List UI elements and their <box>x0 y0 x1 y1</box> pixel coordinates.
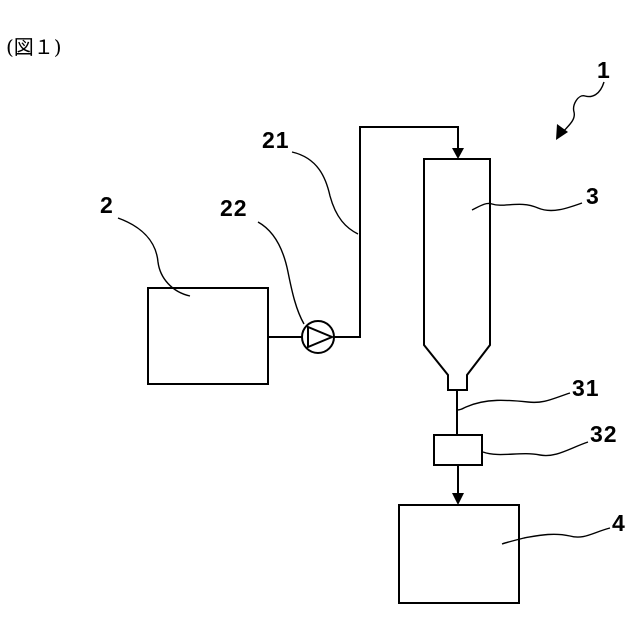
label-valve: 32 <box>590 421 618 447</box>
label-system: 1 <box>597 57 611 83</box>
label-receiver: 4 <box>612 510 626 536</box>
tank-leader <box>118 218 190 296</box>
receiver-arrowhead-icon <box>452 493 464 505</box>
tank-box <box>148 288 268 384</box>
valve-box <box>434 435 482 465</box>
feed-arrowhead-icon <box>452 148 464 159</box>
label-feed-pipe: 21 <box>262 127 290 153</box>
feed-pipe-leader <box>292 152 358 234</box>
pump-icon <box>302 321 334 353</box>
label-outlet-pipe: 31 <box>572 375 600 401</box>
vessel-body <box>424 159 490 390</box>
pump-leader <box>258 222 304 324</box>
figure-caption: (図１) <box>6 35 62 59</box>
label-pump: 22 <box>220 195 248 221</box>
system-arrowhead-icon <box>556 124 568 140</box>
receiver-box <box>399 505 519 603</box>
label-vessel: 3 <box>586 183 600 209</box>
valve-leader <box>483 442 588 456</box>
outlet-pipe-leader <box>457 393 570 410</box>
system-leader-arrow <box>562 82 604 133</box>
vessel-leader <box>472 203 582 211</box>
label-tank: 2 <box>100 192 114 218</box>
